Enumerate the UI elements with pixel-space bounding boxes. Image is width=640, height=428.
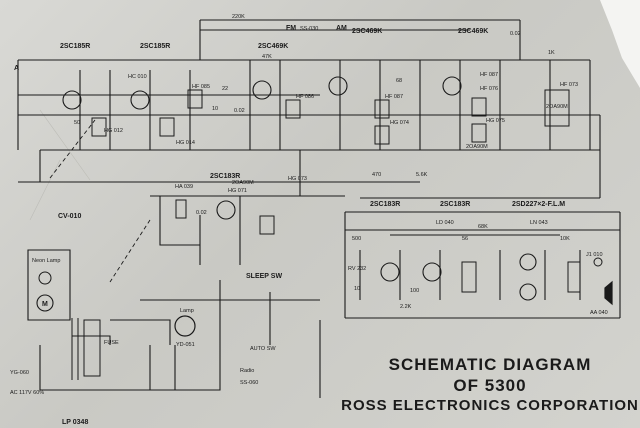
torn-edge	[600, 0, 640, 88]
transistor-label: 2SC185R	[60, 43, 90, 50]
volume-label: RV 232	[348, 266, 366, 272]
component-value: 10K	[560, 236, 570, 242]
diode-label: 2OA90M	[546, 104, 568, 110]
sleep-switch-label: SLEEP SW	[246, 273, 282, 280]
component-value: 0.02	[510, 31, 521, 37]
plug-label: YG-060	[10, 370, 29, 376]
lamp-ref-label: YD-051	[176, 342, 195, 348]
coil-label: HG 012	[104, 128, 123, 134]
auto-switch-label: AUTO SW	[250, 346, 276, 352]
transistor-label: 2SC183R	[210, 173, 240, 180]
power-transformer	[71, 318, 101, 380]
gang-link	[49, 119, 151, 283]
component-value: 0.02	[196, 210, 207, 216]
component-value: 47K	[262, 54, 272, 60]
band-switch-ref: SS-030	[300, 26, 318, 32]
transistor-label: 2SC469K	[458, 28, 488, 35]
coil-label: HF 085	[192, 84, 210, 90]
motor-label: M	[42, 301, 48, 308]
coil-label: HA 039	[175, 184, 193, 190]
coil-symbols	[91, 89, 581, 293]
coil-label: HF 087	[385, 94, 403, 100]
jack-icon	[593, 257, 603, 267]
coil-label: HG 071	[228, 188, 247, 194]
jack-label: J1 010	[586, 252, 603, 258]
component-value: 470	[372, 172, 381, 178]
component-value: 56	[462, 236, 468, 242]
component-value: 22	[222, 86, 228, 92]
band-switch-fm: FM	[286, 25, 296, 32]
coil-label: HG 014	[176, 140, 195, 146]
component-value: 10	[354, 286, 360, 292]
speaker-label: AA 040	[590, 310, 608, 316]
radio-label: Radio	[240, 368, 254, 374]
coil-label: HF 076	[480, 86, 498, 92]
band-switch-am: AM	[336, 25, 347, 32]
component-value: 10	[212, 106, 218, 112]
lamp-label: Lamp	[180, 308, 194, 314]
title-line-3: ROSS ELECTRONICS CORPORATION	[341, 397, 639, 414]
coil-label: HG 075	[486, 118, 505, 124]
switch-ref-label: SS-060	[240, 380, 258, 386]
component-value: 68K	[478, 224, 488, 230]
transistor-symbols	[62, 76, 537, 301]
component-value: 500	[352, 236, 361, 242]
coil-label: HG 074	[390, 120, 409, 126]
labels: 2SC185R 2SC185R 2SC469K 2SC469K 2SC469K …	[10, 14, 608, 426]
coil-label: HF 086	[296, 94, 314, 100]
lamp-symbol	[174, 315, 196, 337]
diode-label: 2OA90M	[232, 180, 254, 186]
component-value: 1K	[548, 50, 555, 56]
motor-symbol	[36, 294, 54, 312]
component-value: 5.6K	[416, 172, 428, 178]
component-value: 68	[396, 78, 402, 84]
transistor-label: 2SC469K	[352, 28, 382, 35]
coil-label: HG 073	[288, 176, 307, 182]
speaker-icon	[604, 280, 613, 306]
diode-label: 2OA90M	[466, 144, 488, 150]
component-value: 2.2K	[400, 304, 412, 310]
fuse-label: FUSE	[104, 340, 119, 346]
component-value: 220K	[232, 14, 245, 20]
title-line-2: OF 5300	[453, 376, 527, 395]
gang-capacitor-label: CV-010	[58, 213, 81, 220]
component-value: 0.02	[234, 108, 245, 114]
transformer-label: LN 043	[530, 220, 548, 226]
neon-lamp-symbol	[38, 271, 52, 285]
coil-label: HC 010	[128, 74, 147, 80]
transistor-label: 2SC469K	[258, 43, 288, 50]
title-line-1: SCHEMATIC DIAGRAM	[388, 355, 592, 374]
transformer-ref-label: LP 0348	[62, 419, 88, 426]
transistor-label: 2SC185R	[140, 43, 170, 50]
coil-label: HF 073	[560, 82, 578, 88]
antenna-label: A	[14, 65, 19, 72]
transistor-label: 2SC183R	[370, 201, 400, 208]
component-value: 50	[74, 120, 80, 126]
coil-label: HF 087	[480, 72, 498, 78]
transistor-label: 2SC183R	[440, 201, 470, 208]
neon-lamp-label: Neon Lamp	[32, 258, 60, 264]
component-value: 100	[410, 288, 419, 294]
transformer-label: LD 040	[436, 220, 454, 226]
transistor-label: 2SD227×2-F.L.M	[512, 201, 565, 208]
mains-label: AC 117V 60%	[10, 390, 44, 396]
